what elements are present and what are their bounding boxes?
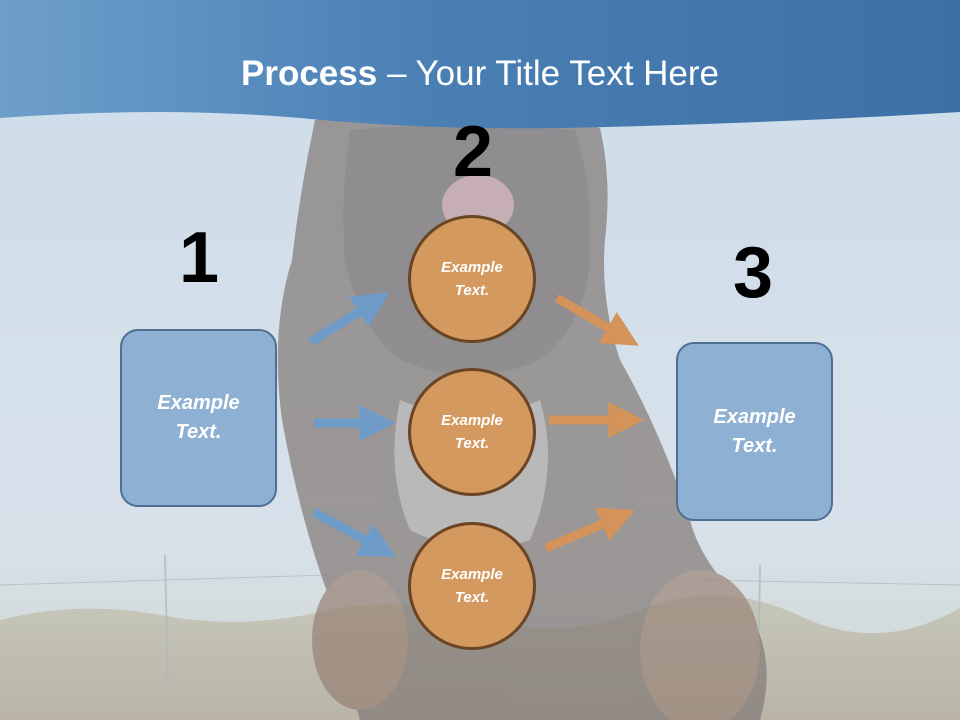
arrow-to-circle-3 bbox=[311, 508, 397, 558]
arrow-from-circle-1 bbox=[554, 294, 639, 346]
left-box: Example Text. bbox=[120, 329, 277, 507]
left-box-text: Example Text. bbox=[157, 392, 240, 443]
circle-3-text: Example Text. bbox=[441, 566, 503, 606]
circle-3: Example Text. bbox=[408, 522, 536, 650]
circle-2-text: Example Text. bbox=[441, 412, 503, 452]
arrow-from-circle-3 bbox=[544, 507, 636, 553]
page-title: Process – Your Title Text Here bbox=[0, 52, 960, 96]
step-number-3: 3 bbox=[732, 233, 774, 313]
step-number-2: 2 bbox=[452, 112, 494, 192]
right-box: Example Text. bbox=[676, 342, 833, 521]
circle-1: Example Text. bbox=[408, 215, 536, 343]
header-band bbox=[0, 0, 960, 129]
circle-1-text: Example Text. bbox=[441, 259, 503, 299]
circle-2: Example Text. bbox=[408, 368, 536, 496]
title-bold-part: Process bbox=[241, 54, 378, 93]
title-rest-part: – Your Title Text Here bbox=[377, 54, 719, 93]
step-number-1: 1 bbox=[178, 218, 220, 298]
arrow-to-circle-1 bbox=[308, 292, 390, 346]
right-box-text: Example Text. bbox=[713, 405, 796, 457]
